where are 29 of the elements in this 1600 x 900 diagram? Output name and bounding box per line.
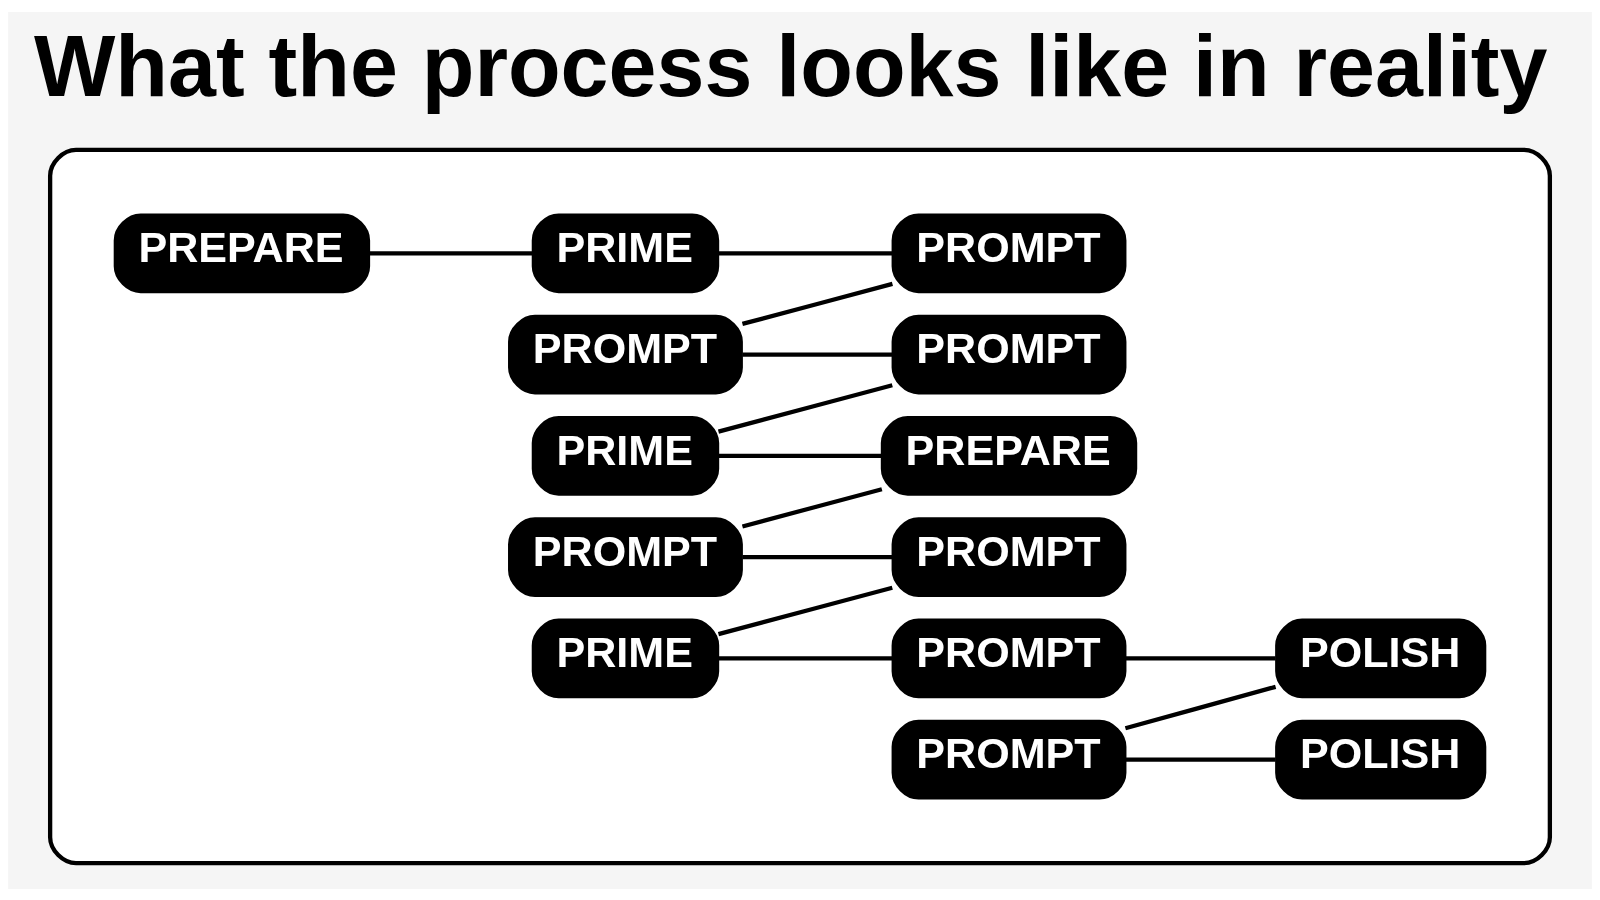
connector <box>718 250 893 255</box>
node-box: PRIME <box>531 212 720 293</box>
diagram-title: What the process looks like in reality <box>33 17 1548 114</box>
node-box: PROMPT <box>891 314 1127 394</box>
cluster <box>47 147 1553 865</box>
node-box: PROMPT <box>891 618 1127 698</box>
node-box: PROMPT <box>891 719 1127 800</box>
connector <box>369 250 533 255</box>
connector <box>1124 684 1277 730</box>
connector <box>741 281 893 326</box>
connector <box>718 655 893 661</box>
connector <box>718 453 882 458</box>
node-box: PRIME <box>531 415 720 496</box>
node-box: PROMPT <box>508 314 743 394</box>
node-box: PROMPT <box>891 516 1127 597</box>
connector <box>1125 655 1276 661</box>
node-box: PROMPT <box>508 516 743 597</box>
node-box: PREPARE <box>880 415 1138 496</box>
connector <box>741 486 883 529</box>
node-box: PREPARE <box>113 212 371 293</box>
connector <box>1125 757 1276 762</box>
connector <box>742 554 893 559</box>
node-box: POLISH <box>1275 719 1487 800</box>
node-box: PRIME <box>531 618 720 698</box>
node-box: PROMPT <box>891 212 1127 293</box>
connector <box>717 585 893 636</box>
connector <box>717 382 893 434</box>
node-box: POLISH <box>1275 618 1487 698</box>
connector <box>742 351 893 357</box>
